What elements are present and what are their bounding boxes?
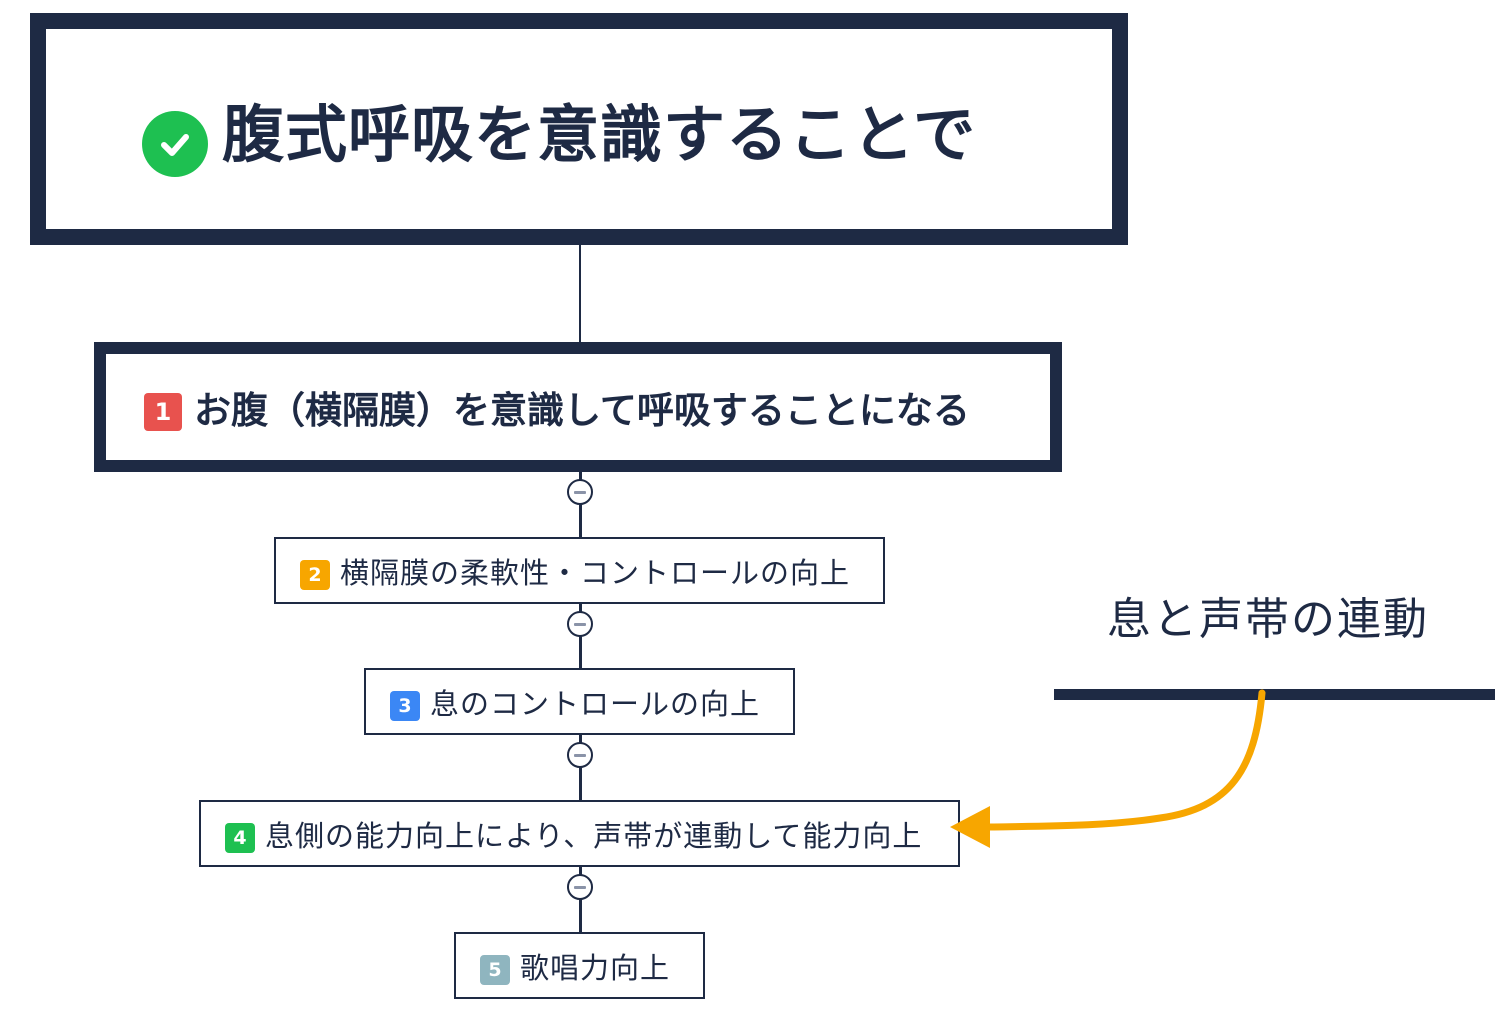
node-label: 横隔膜の柔軟性・コントロールの向上	[340, 555, 851, 590]
collapse-toggle-icon[interactable]	[567, 874, 593, 900]
level1-node[interactable]: 1 お腹（横隔膜）を意識して呼吸することになる	[94, 342, 1062, 472]
connector-root-l1	[579, 245, 581, 342]
collapse-toggle-icon[interactable]	[567, 742, 593, 768]
node-badge: 2	[300, 559, 330, 590]
node-2[interactable]: 2 横隔膜の柔軟性・コントロールの向上	[274, 537, 885, 604]
root-title: 腹式呼吸を意識することで	[222, 98, 977, 171]
check-circle-icon	[142, 111, 208, 177]
annotation-label: 息と声帯の連動	[1107, 594, 1429, 645]
node-badge: 4	[225, 822, 255, 853]
root-node[interactable]: 腹式呼吸を意識することで	[30, 13, 1128, 245]
level1-badge: 1	[144, 393, 182, 431]
node-badge: 5	[480, 954, 510, 985]
node-label: 息側の能力向上により、声帯が連動して能力向上	[265, 818, 923, 853]
node-5[interactable]: 5 歌唱力向上	[454, 932, 705, 999]
node-3[interactable]: 3 息のコントロールの向上	[364, 668, 795, 735]
collapse-toggle-icon[interactable]	[567, 479, 593, 505]
annotation-underline	[1054, 689, 1495, 700]
node-label: 歌唱力向上	[520, 950, 671, 985]
node-badge: 3	[390, 690, 420, 721]
node-label: 息のコントロールの向上	[430, 686, 761, 721]
collapse-toggle-icon[interactable]	[567, 611, 593, 637]
level1-label: お腹（横隔膜）を意識して呼吸することになる	[194, 388, 970, 432]
node-4[interactable]: 4 息側の能力向上により、声帯が連動して能力向上	[199, 800, 960, 867]
